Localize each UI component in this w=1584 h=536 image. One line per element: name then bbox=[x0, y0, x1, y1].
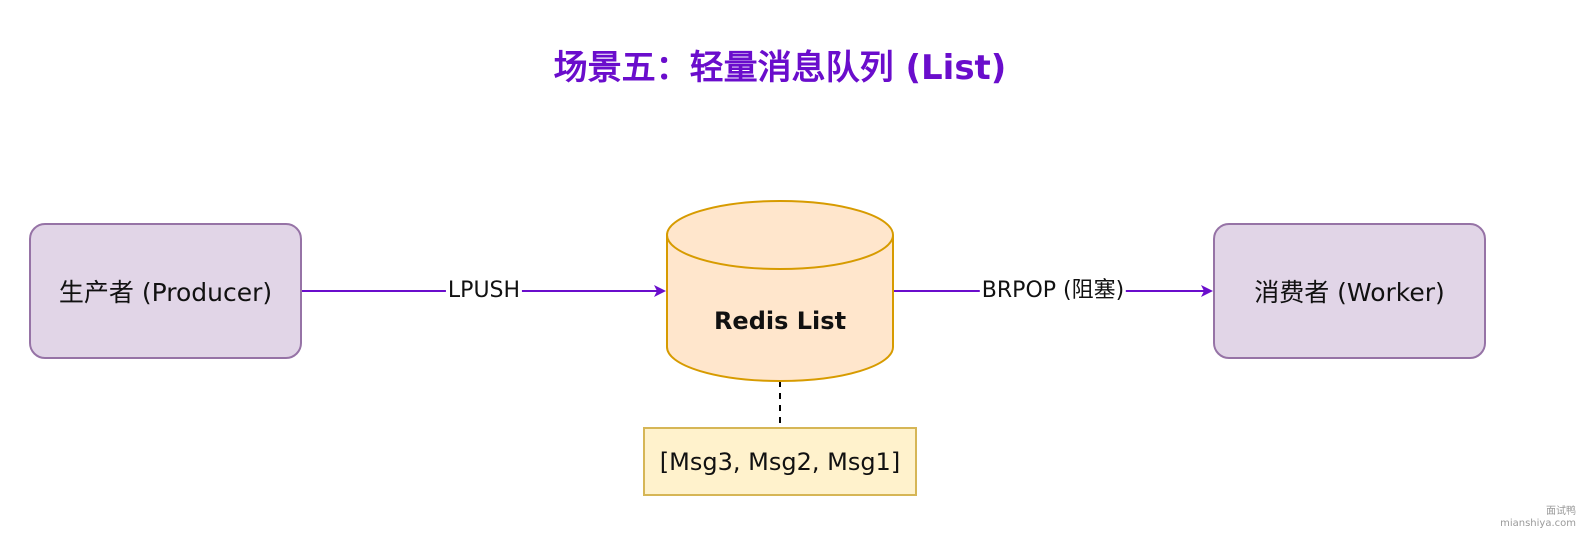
page-title: 场景五：轻量消息队列 (List) bbox=[553, 48, 1007, 88]
worker-label: 消费者 (Worker) bbox=[1254, 278, 1445, 307]
queue-contents-label: [Msg3, Msg2, Msg1] bbox=[659, 447, 901, 476]
producer-label: 生产者 (Producer) bbox=[58, 278, 273, 307]
redis-list-cylinder bbox=[666, 200, 894, 382]
producer-node: 生产者 (Producer) bbox=[29, 223, 302, 359]
queue-contents-note: [Msg3, Msg2, Msg1] bbox=[643, 427, 917, 496]
worker-node: 消费者 (Worker) bbox=[1213, 223, 1486, 359]
watermark: 面试鸭 mianshiya.com bbox=[1500, 506, 1576, 530]
watermark-line-2: mianshiya.com bbox=[1500, 518, 1576, 529]
redis-list-label: Redis List bbox=[713, 307, 847, 335]
watermark-line-1: 面试鸭 bbox=[1546, 506, 1576, 517]
lpush-label: LPUSH bbox=[445, 277, 523, 305]
brpop-label: BRPOP (阻塞) bbox=[979, 277, 1127, 305]
